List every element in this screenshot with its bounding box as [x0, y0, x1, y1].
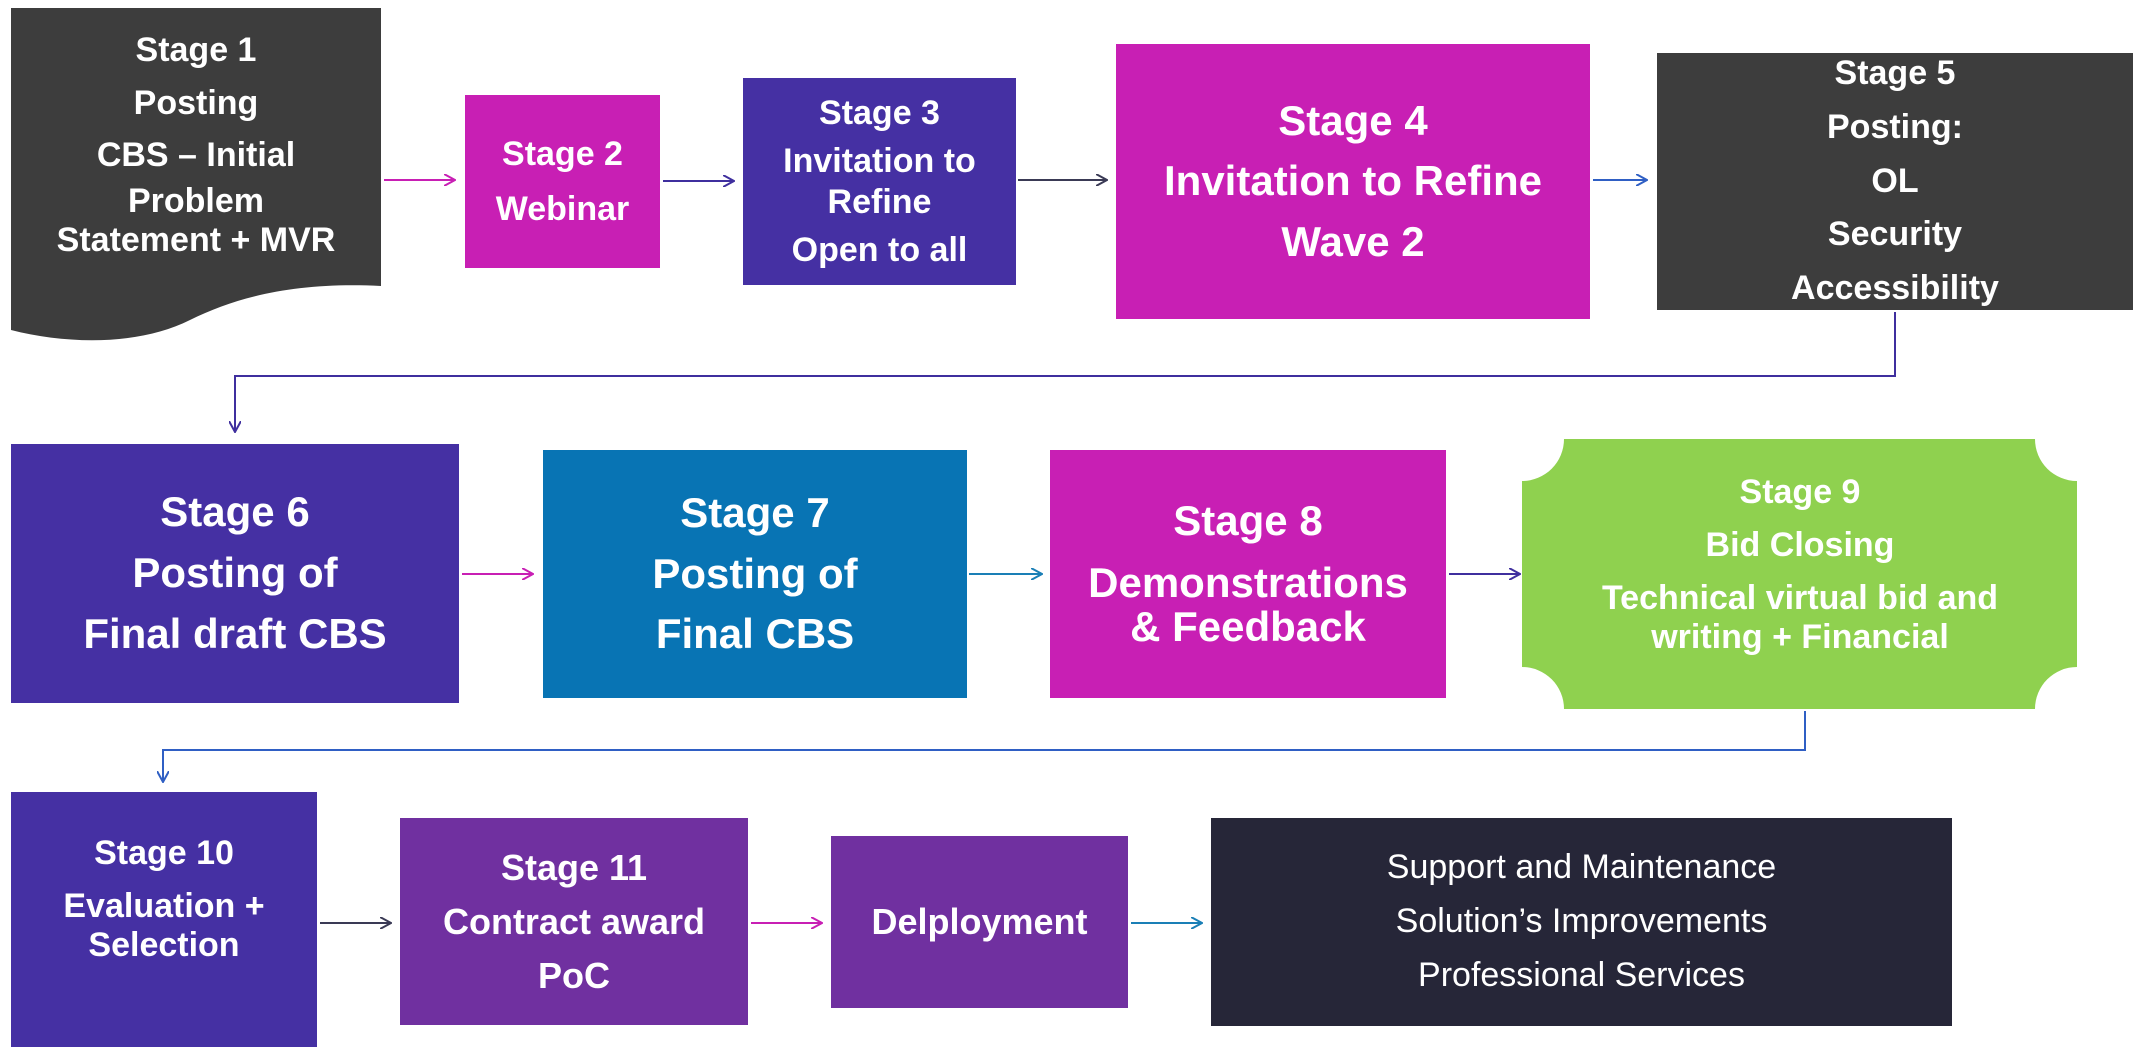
stage-8-line-1: Stage 8 [1173, 496, 1323, 544]
stage-10-line-3: Selection [88, 926, 240, 965]
stage-7-box: Stage 7 Posting of Final CBS [543, 450, 967, 698]
support-line-1: Support and Maintenance [1386, 848, 1777, 887]
stage-10-box: Stage 10 Evaluation + Selection [11, 792, 317, 1047]
stage-9-line-3: Technical virtual bid and [1601, 579, 1999, 617]
stage-2-line-1: Stage 2 [502, 135, 623, 174]
stage-7-line-1: Stage 7 [680, 488, 830, 536]
support-services-box: Support and Maintenance Solution’s Impro… [1211, 818, 1952, 1026]
stage-5-line-4: Security [1827, 215, 1963, 254]
stage-6-line-1: Stage 6 [160, 488, 310, 536]
stage-6-line-3: Final draft CBS [83, 609, 387, 657]
stage-1-line-5: Statement + MVR [56, 221, 336, 260]
stage-9-line-4: writing + Financial [1651, 618, 1949, 657]
stage-2-box: Stage 2 Webinar [465, 95, 660, 268]
stage-4-line-3: Wave 2 [1281, 217, 1425, 265]
stage-3-line-4: Open to all [791, 230, 968, 269]
stage-8-line-3: & Feedback [1130, 603, 1366, 651]
stage-7-line-3: Final CBS [655, 610, 855, 658]
deployment-box: Delployment [831, 836, 1128, 1008]
stage-1-box: Stage 1 Posting CBS – Initial Problem St… [11, 10, 381, 272]
stage-9-bevel-shape [1522, 439, 2077, 709]
stage-9-line-1: Stage 9 [1739, 472, 1861, 511]
stage-3-box: Stage 3 Invitation to Refine Open to all [743, 78, 1016, 285]
stage-5-line-1: Stage 5 [1834, 54, 1956, 93]
stage-11-box: Stage 11 Contract award PoC [400, 818, 748, 1025]
stage-5-line-3: OL [1871, 161, 1919, 200]
stage-5-line-5: Accessibility [1791, 269, 1999, 308]
stage-11-line-1: Stage 11 [500, 846, 648, 888]
stage-4-line-2: Invitation to Refine [1164, 157, 1542, 205]
stage-7-line-2: Posting of [652, 549, 858, 597]
stage-1-line-4: Problem [127, 182, 265, 221]
stage-4-line-1: Stage 4 [1278, 97, 1428, 145]
stage-1-line-1: Stage 1 [135, 31, 257, 69]
stage-9-box: Stage 9 Bid Closing Technical virtual bi… [1530, 445, 2070, 705]
connector-s9-s10 [163, 711, 1806, 782]
stage-3-line-1: Stage 3 [819, 94, 940, 133]
deployment-line-1: Delployment [871, 900, 1088, 942]
stage-2-line-2: Webinar [495, 189, 630, 228]
stage-1-line-2: Posting [133, 83, 259, 122]
stage-4-box: Stage 4 Invitation to Refine Wave 2 [1116, 44, 1590, 319]
stage-1-document-shape [11, 8, 381, 341]
stage-3-line-2: Invitation to [783, 142, 976, 181]
stage-1-line-3: CBS – Initial [96, 136, 296, 175]
stage-8-line-2: Demonstrations [1088, 558, 1408, 606]
stage-11-line-3: PoC [538, 954, 610, 996]
support-line-3: Professional Services [1418, 955, 1745, 994]
stage-3-line-3: Refine [827, 182, 932, 221]
stage-8-box: Stage 8 Demonstrations & Feedback [1050, 450, 1446, 698]
stage-6-box: Stage 6 Posting of Final draft CBS [11, 444, 459, 703]
stage-11-line-2: Contract award [442, 900, 706, 942]
stage-5-line-2: Posting: [1827, 107, 1963, 146]
stage-10-line-1: Stage 10 [94, 833, 234, 872]
stage-10-line-2: Evaluation + [63, 886, 265, 925]
connector-s5-s6 [235, 312, 1896, 432]
stage-5-box: Stage 5 Posting: OL Security Accessibili… [1657, 53, 2133, 310]
stage-9-line-2: Bid Closing [1705, 525, 1895, 564]
stage-6-line-2: Posting of [132, 549, 338, 597]
support-line-2: Solution’s Improvements [1395, 902, 1768, 941]
